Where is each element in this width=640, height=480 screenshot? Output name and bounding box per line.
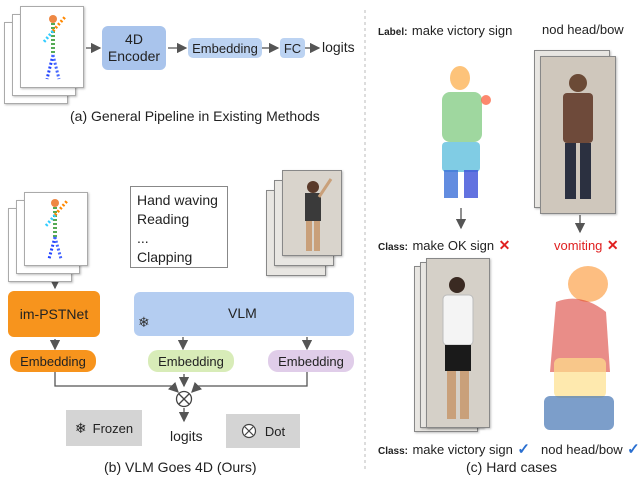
caption-b: (b) VLM Goes 4D (Ours) xyxy=(104,459,257,475)
point-cloud-icon xyxy=(43,199,69,260)
dot-product-icon xyxy=(241,423,256,439)
text-label-item: Reading xyxy=(137,211,190,227)
person-photo-icon xyxy=(442,277,474,419)
class-left-bottom: make victory sign xyxy=(412,442,513,457)
person-photo-icon xyxy=(563,74,593,199)
embedding-block-a: Embedding xyxy=(188,38,262,58)
class-right-top-row: vomiting ✕ xyxy=(554,237,619,255)
label-row: Label: make victory sign xyxy=(378,22,512,40)
legend-dot-label: Dot xyxy=(264,423,286,439)
point-cloud-image xyxy=(544,266,614,430)
cross-icon: ✕ xyxy=(606,237,619,253)
video-frame xyxy=(426,258,490,428)
text-label-item: ... xyxy=(137,230,149,246)
class-row-top: Class: make OK sign ✕ xyxy=(378,237,510,255)
text-label-list: Hand waving Reading ... Clapping xyxy=(130,186,228,268)
embedding-block-pstnet: Embedding xyxy=(10,350,96,372)
class-prefix-top: Class: xyxy=(378,242,409,253)
dot-product-icon xyxy=(175,390,193,408)
point-cloud-image xyxy=(442,66,491,198)
class-right-bottom-row: nod head/bow ✓ xyxy=(541,440,640,459)
legend-frozen: ❄ Frozen xyxy=(66,410,142,446)
embedding-block-visual: Embedding xyxy=(148,350,234,372)
arrow-b5 xyxy=(54,372,179,393)
im-pstnet-block: im-PSTNet xyxy=(8,291,100,337)
person-photo-icon xyxy=(305,178,333,251)
check-icon: ✓ xyxy=(517,441,530,458)
label-right: nod head/bow xyxy=(542,22,624,37)
video-frame xyxy=(282,170,342,256)
arrow-b7 xyxy=(191,372,308,393)
label-left: make victory sign xyxy=(411,23,513,38)
snowflake-icon: ❄ xyxy=(138,314,150,330)
snowflake-icon: ❄ xyxy=(74,419,87,436)
caption-c: (c) Hard cases xyxy=(466,459,558,475)
logits-label-a: logits xyxy=(322,39,355,55)
video-frame xyxy=(540,56,616,214)
fc-block: FC xyxy=(280,38,305,58)
legend-frozen-label: Frozen xyxy=(92,420,134,436)
point-cloud-frame xyxy=(20,6,84,88)
vlm-label: VLM xyxy=(228,305,257,321)
class-right-bottom: nod head/bow xyxy=(541,442,623,457)
caption-a: (a) General Pipeline in Existing Methods xyxy=(70,108,320,124)
class-row-bottom: Class: make victory sign ✓ xyxy=(378,440,530,459)
check-icon: ✓ xyxy=(627,441,640,458)
text-label-item: Hand waving xyxy=(137,192,218,208)
logits-label-b: logits xyxy=(170,428,203,444)
label-prefix: Label: xyxy=(378,27,408,38)
class-right-top: vomiting xyxy=(554,238,603,253)
text-label-item: Clapping xyxy=(137,249,193,265)
point-cloud-icon xyxy=(41,15,67,80)
embedding-block-text: Embedding xyxy=(268,350,354,372)
vlm-block: ❄ VLM xyxy=(134,292,354,336)
legend-dot: Dot xyxy=(226,414,300,448)
point-cloud-frame xyxy=(24,192,88,266)
class-left-top: make OK sign xyxy=(412,238,495,253)
class-prefix-bottom: Class: xyxy=(378,446,409,457)
4d-encoder-block: 4D Encoder xyxy=(102,26,166,70)
cross-icon: ✕ xyxy=(498,237,511,253)
